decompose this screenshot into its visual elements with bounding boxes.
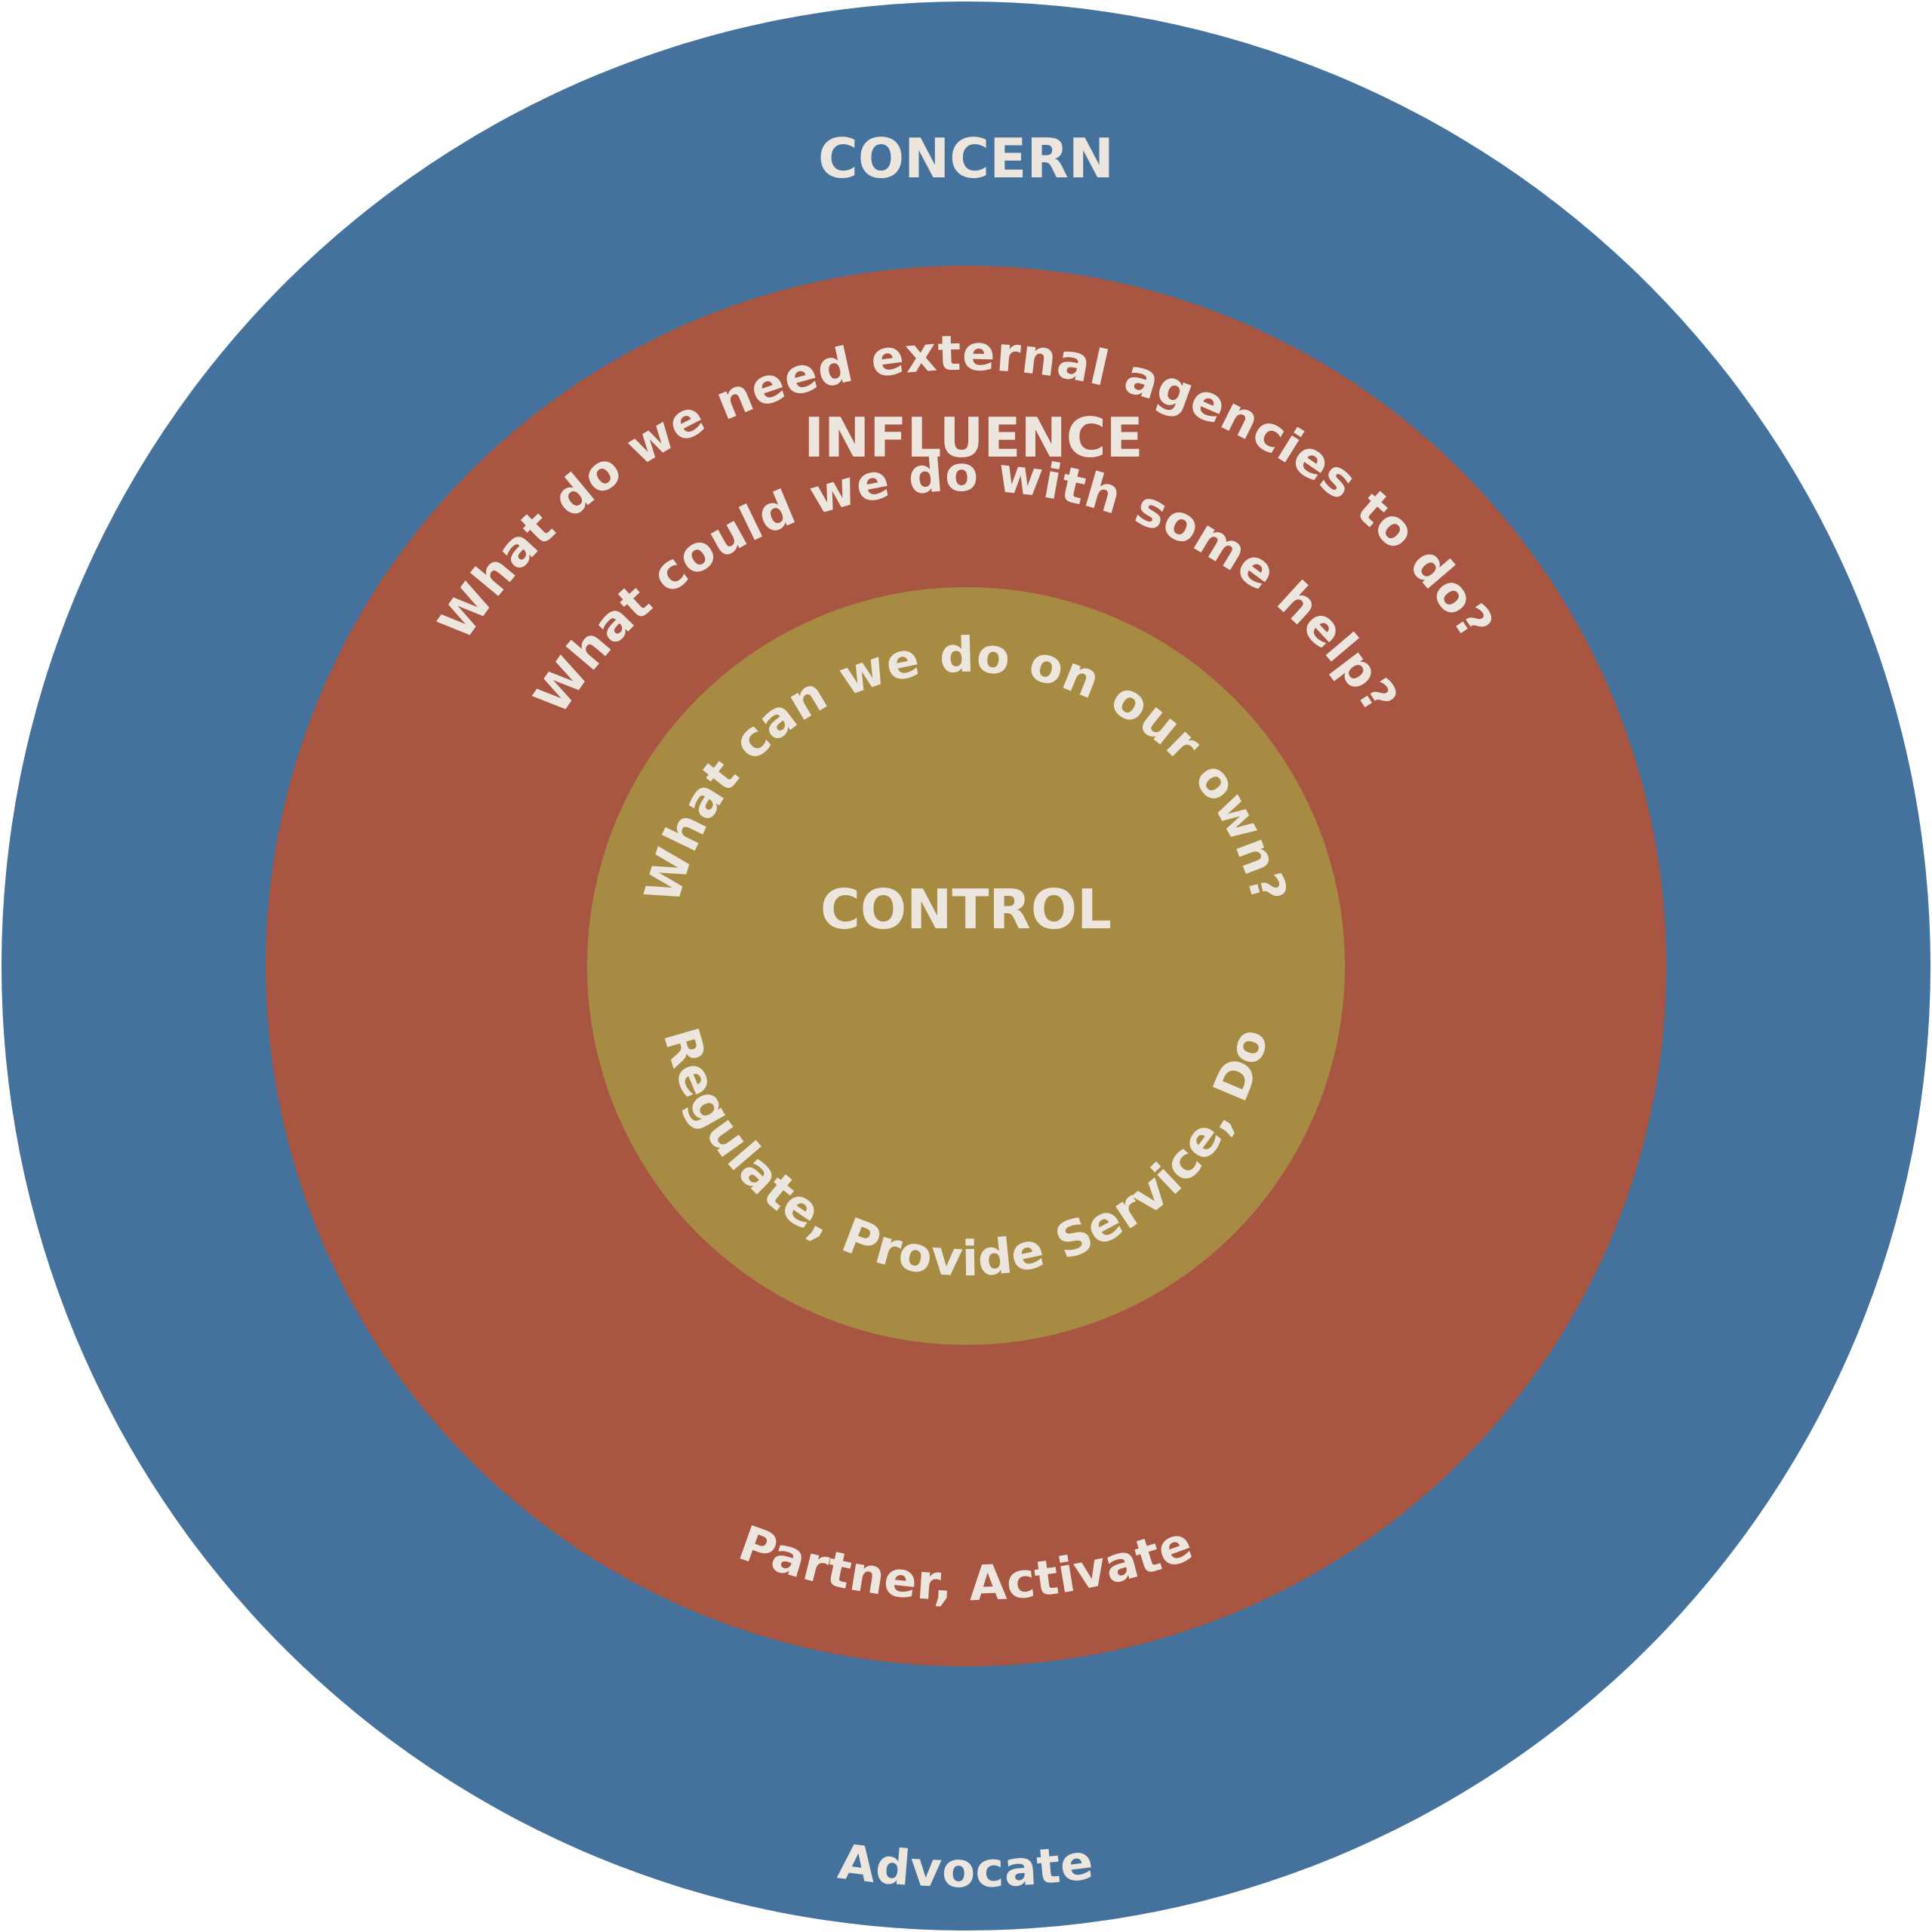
concern-label: CONCERN (818, 127, 1114, 190)
control-circle (587, 587, 1345, 1345)
concern-action: Advocate (835, 1835, 1097, 1900)
influence-label: INFLUENCE (804, 406, 1143, 469)
control-label: CONTROL (820, 878, 1112, 941)
